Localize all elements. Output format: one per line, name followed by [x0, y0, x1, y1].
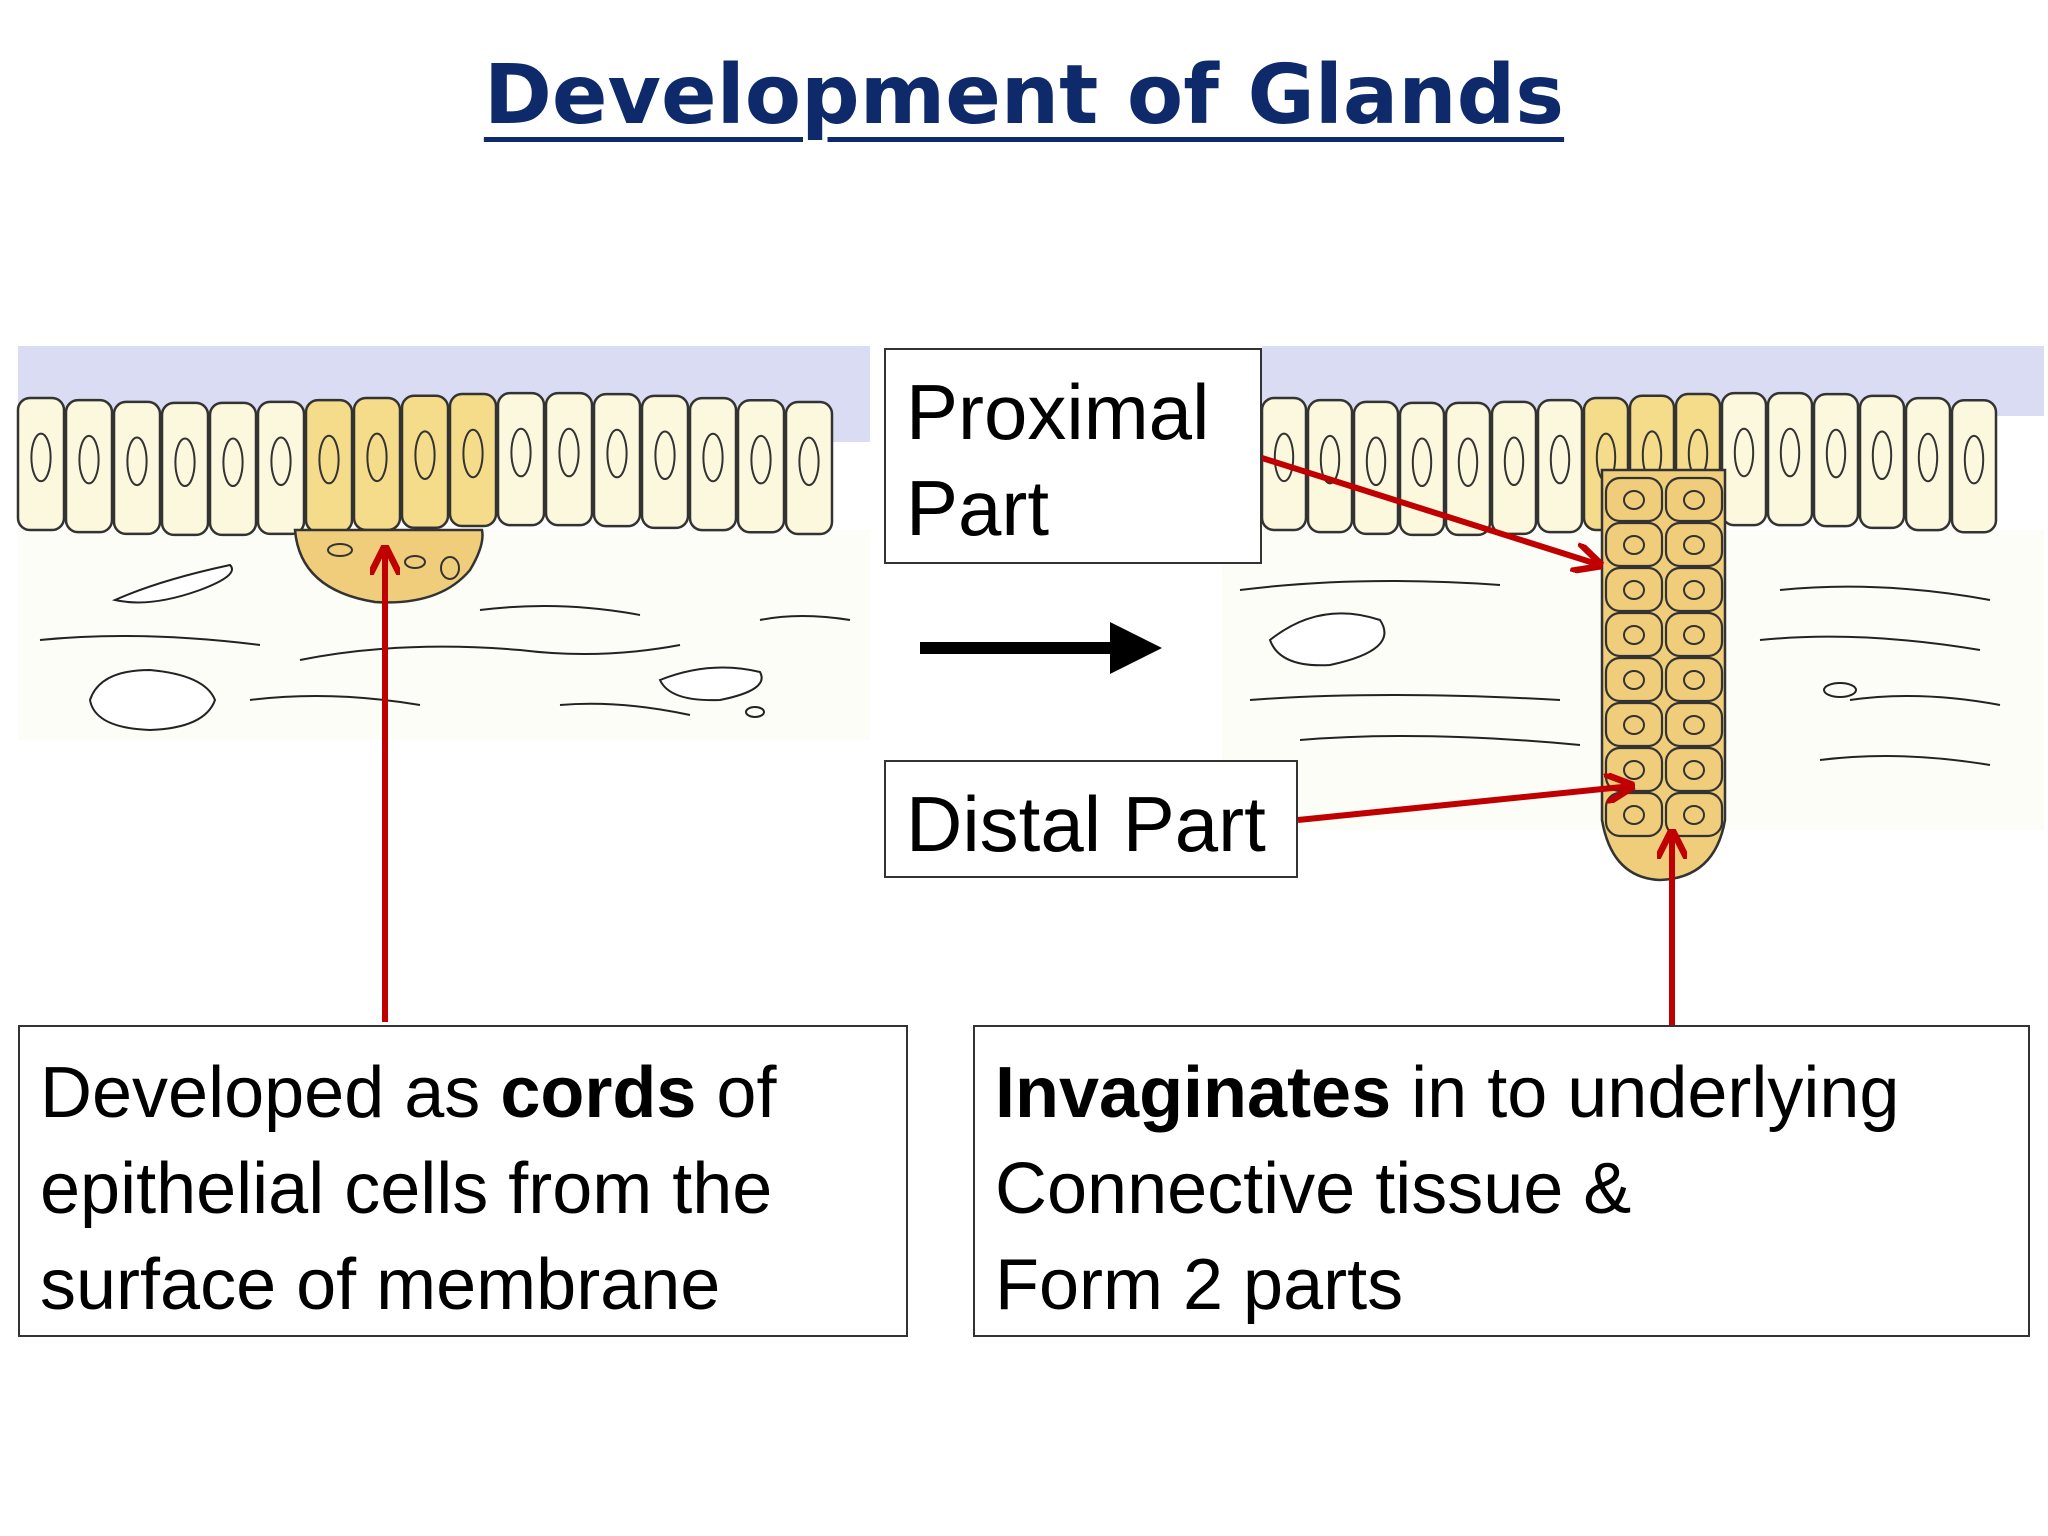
- gland-cell: [1664, 656, 1724, 703]
- left-epithelial-cell-row: [16, 391, 834, 537]
- epithelial-cell: [496, 391, 546, 527]
- epithelial-cell: [688, 396, 738, 532]
- epithelial-cell: [160, 401, 210, 537]
- gland-cell: [1664, 566, 1724, 613]
- right-caption-line3: Form 2 parts: [995, 1245, 1404, 1325]
- epithelial-cell: [64, 398, 114, 534]
- right-epithelial-cell-row: [1260, 391, 1998, 537]
- right-caption-line2: Connective tissue &: [995, 1149, 1632, 1229]
- gland-cell: [1604, 611, 1664, 658]
- epithelial-cell: [1306, 398, 1354, 534]
- epithelial-cell: [208, 401, 258, 537]
- epithelial-cell: [1858, 394, 1906, 530]
- left-epithelium-illustration: [16, 346, 870, 740]
- invaginates-keyword: Invaginates: [995, 1053, 1392, 1133]
- epithelial-cell: [1950, 399, 1998, 534]
- epithelial-cell: [592, 392, 642, 528]
- gland-cord: [1600, 468, 1727, 882]
- epithelial-cell: [1536, 398, 1584, 534]
- proximal-label-line2: Part: [906, 464, 1050, 552]
- right-caption-box: Invaginates in to underlying Connective …: [973, 1025, 2030, 1337]
- epithelial-cell: [1720, 391, 1768, 527]
- epithelial-cell: [784, 400, 834, 536]
- pointer-arrow-distal: [1297, 786, 1632, 823]
- epithelial-cell: [736, 399, 786, 534]
- cords-keyword: cords: [500, 1053, 697, 1133]
- gland-cell: [1604, 521, 1664, 568]
- distal-label-text: Distal Part: [906, 780, 1266, 868]
- epithelial-cell: [112, 400, 162, 536]
- left-connective-fibers: [39, 563, 851, 732]
- epithelial-cell: [1444, 401, 1492, 537]
- pointer-arrow-proximal: [1261, 455, 1600, 565]
- epithelial-cell: [400, 394, 450, 530]
- epithelial-cell: [256, 400, 306, 536]
- right-caption-line1: Invaginates in to underlying: [995, 1053, 1900, 1133]
- left-caption-line3: surface of membrane: [40, 1245, 721, 1325]
- epithelial-cell: [16, 396, 66, 532]
- epithelial-cell: [1812, 392, 1860, 528]
- gland-cell: [1664, 521, 1724, 568]
- epithelial-cell: [352, 396, 402, 532]
- epithelial-cell: [544, 391, 594, 527]
- right-epithelium-illustration: [1222, 346, 2044, 882]
- gland-cell: [1664, 476, 1724, 523]
- gland-cell: [1604, 566, 1664, 613]
- distal-part-label: Distal Part: [884, 760, 1298, 878]
- gland-cell: [1604, 746, 1664, 793]
- epithelial-cell: [1490, 400, 1538, 536]
- left-caption-box: Developed as cords of epithelial cells f…: [18, 1025, 908, 1337]
- epithelial-cell: [1398, 401, 1446, 537]
- right-connective-fibers: [1239, 580, 2001, 766]
- gland-cell: [1604, 701, 1664, 748]
- gland-cell: [1604, 476, 1664, 523]
- left-caption-line2: epithelial cells from the: [40, 1149, 773, 1229]
- epithelial-cell: [640, 394, 690, 530]
- gland-cell: [1664, 611, 1724, 658]
- proximal-part-label: Proximal Part: [884, 348, 1262, 564]
- gland-cell: [1604, 656, 1664, 703]
- gland-cell: [1664, 701, 1724, 748]
- epithelial-cell: [304, 398, 354, 534]
- epithelial-cell: [448, 392, 498, 528]
- epithelial-cell: [1904, 396, 1952, 532]
- slide-title: Development of Glands: [0, 48, 2048, 143]
- gland-cell: [1604, 791, 1664, 838]
- gland-cell: [1664, 791, 1724, 838]
- epithelial-cell: [1352, 400, 1400, 536]
- gland-cell: [1664, 746, 1724, 793]
- process-arrow: [920, 622, 1162, 674]
- left-caption-line1: Developed as cords of: [40, 1053, 777, 1133]
- proximal-label-line1: Proximal: [906, 368, 1210, 456]
- epithelial-cell: [1766, 391, 1814, 527]
- slide-title-text: Development of Glands: [483, 48, 1565, 143]
